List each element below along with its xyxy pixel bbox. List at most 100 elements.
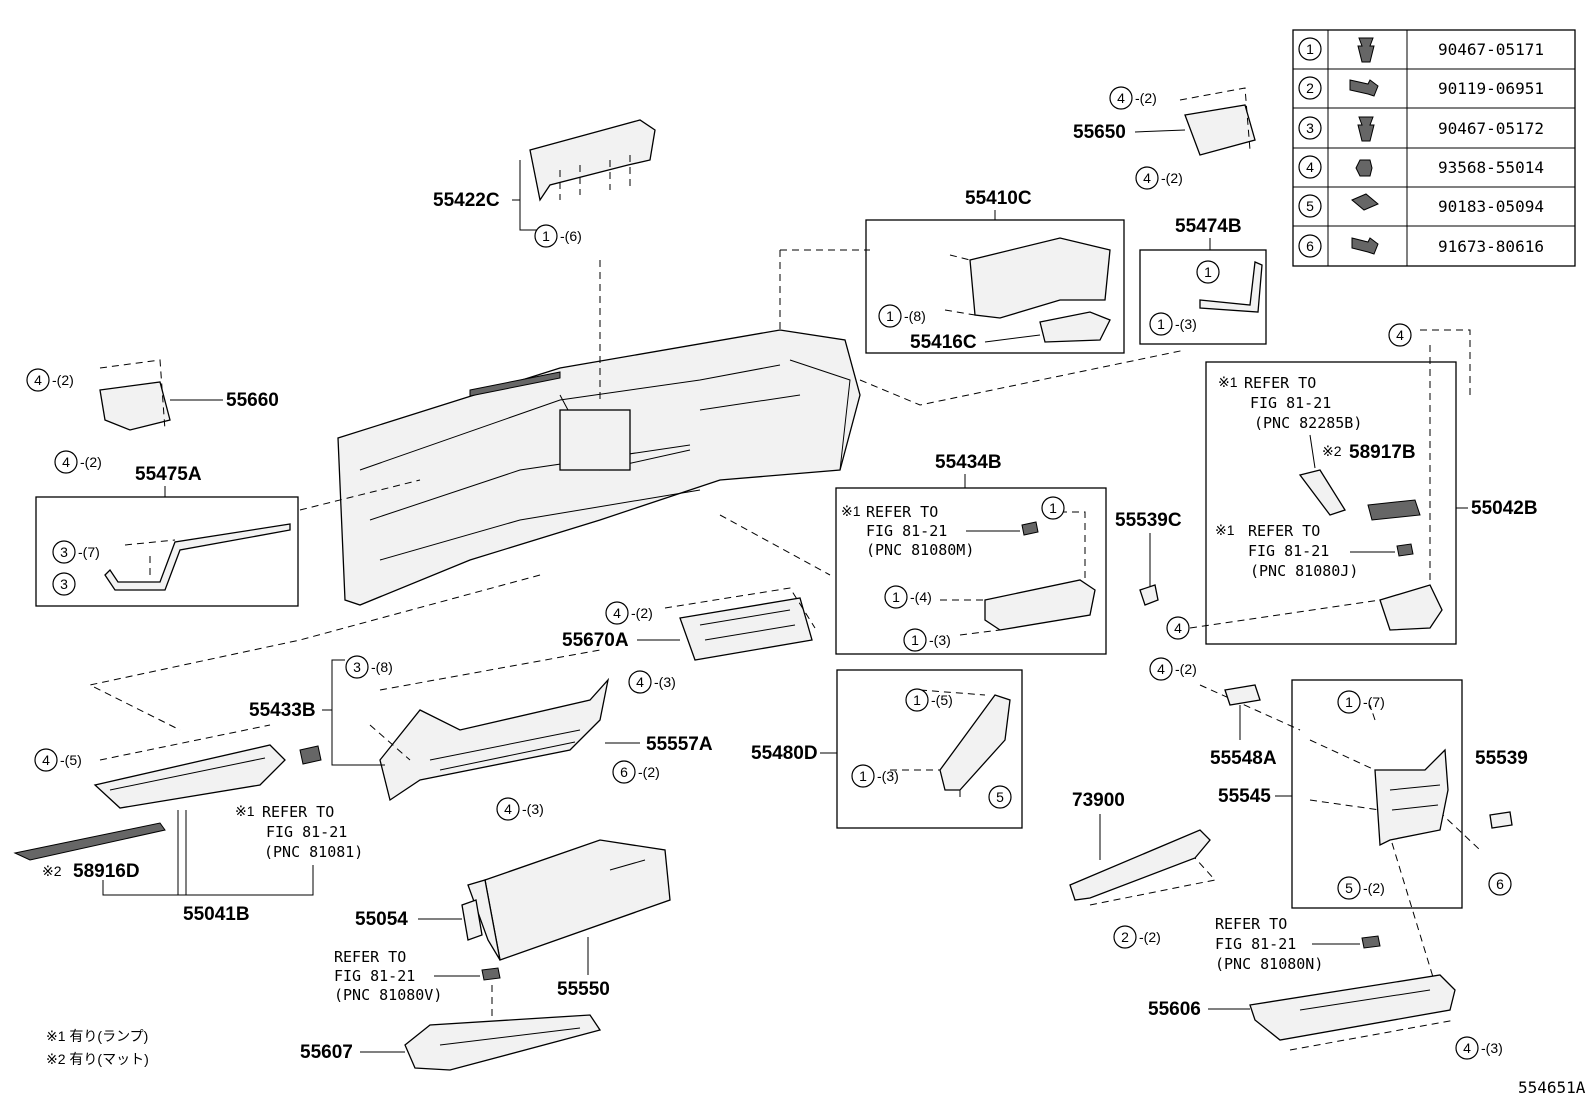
svg-text:1: 1 [1049, 500, 1057, 516]
svg-text:FIG 81-21: FIG 81-21 [1215, 935, 1296, 953]
refer-note: REFER TO FIG 81-21 (PNC 82285B) [1244, 374, 1362, 432]
svg-text:4: 4 [62, 454, 70, 470]
callout: 6 [1488, 872, 1512, 896]
part-glovebox: 55550 55054 [355, 839, 671, 1000]
svg-text:REFER TO: REFER TO [334, 948, 406, 966]
part-55660: 55660 4 -(2) 4 -(2) [26, 359, 279, 474]
svg-text:-(4): -(4) [910, 589, 932, 605]
svg-text:REFER TO: REFER TO [1244, 374, 1316, 392]
svg-text:4: 4 [1157, 661, 1165, 677]
svg-text:FIG 81-21: FIG 81-21 [266, 823, 347, 841]
svg-text:2: 2 [1121, 929, 1129, 945]
fastener-number: 5 [1306, 198, 1314, 214]
svg-text:3: 3 [60, 576, 68, 592]
part-label: 58917B [1349, 442, 1416, 463]
part-label: 55041B [183, 904, 250, 925]
svg-text:※2: ※2 [1322, 443, 1342, 459]
part-55041B: 4 -(5) ※1 REFER TO FIG 81-21 (PNC 81081)… [13, 724, 363, 925]
bolt-icon [1355, 159, 1373, 177]
part-label: 55422C [433, 190, 500, 211]
svg-text:※2 有り(マット): ※2 有り(マット) [46, 1051, 149, 1067]
part-55539C: 55539C [1115, 510, 1182, 606]
svg-text:4: 4 [42, 752, 50, 768]
svg-text:(PNC 81080J): (PNC 81080J) [1250, 562, 1358, 580]
svg-text:-(2): -(2) [52, 372, 74, 388]
part-55422C: 55422C 1 -(6) [433, 119, 656, 248]
svg-text:1: 1 [542, 228, 550, 244]
fastener-part-number: 90467-05171 [1438, 40, 1544, 59]
part-55433B: 55433B 55557A 3 -(8) 6 -(2) 4 -(3) [249, 649, 713, 821]
fastener-number: 1 [1306, 41, 1314, 57]
callout: 4 -(2) [1109, 86, 1157, 110]
svg-text:※1: ※1 [1218, 374, 1238, 390]
part-55606: REFER TO FIG 81-21 (PNC 81080N) 55606 4 … [1148, 915, 1503, 1060]
callout: 1 -(4) [884, 585, 932, 609]
callout: 1 -(5) [905, 688, 953, 712]
part-55670A: 55670A 4 -(2) 4 -(3) [562, 587, 816, 694]
part-55548A: 4 -(2) 55548A [1149, 657, 1277, 769]
svg-text:REFER TO: REFER TO [262, 803, 334, 821]
fastener-part-number: 90119-06951 [1438, 79, 1544, 98]
part-label: 55042B [1471, 498, 1538, 519]
part-55539: 55539 [1475, 748, 1528, 829]
legend: ※1 有り(ランプ) ※2 有り(マット) [46, 1028, 149, 1067]
svg-text:-(3): -(3) [522, 801, 544, 817]
svg-text:1: 1 [911, 632, 919, 648]
fastener-row-5: 5 90183-05094 [1298, 193, 1544, 218]
part-label: 55410C [965, 188, 1032, 209]
svg-text:4: 4 [1117, 90, 1125, 106]
callout: 4 -(3) [628, 670, 676, 694]
svg-text:3: 3 [353, 659, 361, 675]
svg-text:(PNC 81080N): (PNC 81080N) [1215, 955, 1323, 973]
fastener-row-6: 6 91673-80616 [1298, 234, 1544, 258]
svg-text:FIG 81-21: FIG 81-21 [1248, 542, 1329, 560]
callout: 4 [1166, 616, 1190, 640]
part-label: 55539 [1475, 748, 1528, 769]
callout: 3 -(8) [345, 655, 393, 679]
part-label: 55434B [935, 452, 1002, 473]
svg-text:1: 1 [913, 692, 921, 708]
svg-text:-(2): -(2) [1363, 880, 1385, 896]
svg-text:1: 1 [1157, 316, 1165, 332]
svg-text:(PNC 82285B): (PNC 82285B) [1254, 414, 1362, 432]
svg-text:-(3): -(3) [654, 674, 676, 690]
refer-note: REFER TO FIG 81-21 (PNC 81080V) [334, 948, 442, 1004]
callout: 4 -(2) [1135, 166, 1183, 190]
svg-text:-(2): -(2) [638, 764, 660, 780]
svg-text:-(2): -(2) [80, 454, 102, 470]
svg-text:4: 4 [34, 372, 42, 388]
svg-text:5: 5 [1345, 880, 1353, 896]
refer-note: REFER TO FIG 81-21 (PNC 81081) [262, 803, 363, 861]
part-55042B-group: ※1 REFER TO FIG 81-21 (PNC 82285B) ※2 58… [1166, 323, 1538, 645]
svg-text:1: 1 [1345, 694, 1353, 710]
svg-text:REFER TO: REFER TO [866, 503, 938, 521]
part-label: 55416C [910, 332, 977, 353]
svg-text:4: 4 [504, 801, 512, 817]
part-label: 55548A [1210, 748, 1277, 769]
svg-text:4: 4 [613, 605, 621, 621]
refer-note: REFER TO FIG 81-21 (PNC 81080J) [1248, 522, 1358, 580]
callout: 2 -(2) [1113, 925, 1161, 949]
fastener-row-1: 1 90467-05171 [1298, 37, 1544, 63]
part-label: 73900 [1072, 790, 1125, 811]
svg-text:REFER TO: REFER TO [1248, 522, 1320, 540]
callout: 1 -(8) [878, 304, 926, 328]
part-label: 55606 [1148, 999, 1201, 1020]
svg-text:FIG 81-21: FIG 81-21 [866, 522, 947, 540]
leader-lines [88, 249, 1481, 1001]
callout: 6 -(2) [612, 760, 660, 784]
svg-text:FIG 81-21: FIG 81-21 [1250, 394, 1331, 412]
svg-text:(PNC 81080V): (PNC 81080V) [334, 986, 442, 1004]
fastener-row-2: 2 90119-06951 [1298, 76, 1544, 100]
svg-text:※1: ※1 [235, 803, 255, 819]
svg-text:REFER TO: REFER TO [1215, 915, 1287, 933]
svg-text:※1 有り(ランプ): ※1 有り(ランプ) [46, 1028, 148, 1044]
fastener-number: 3 [1306, 120, 1314, 136]
callout: 4 -(2) [54, 450, 102, 474]
part-55480D-group: 55480D 1 -(5) 1 -(3) 5 [751, 669, 1023, 829]
callout: 4 -(2) [1149, 657, 1197, 681]
callout: 1 -(3) [851, 764, 899, 788]
svg-text:-(8): -(8) [371, 659, 393, 675]
callout: 4 -(5) [34, 748, 82, 772]
